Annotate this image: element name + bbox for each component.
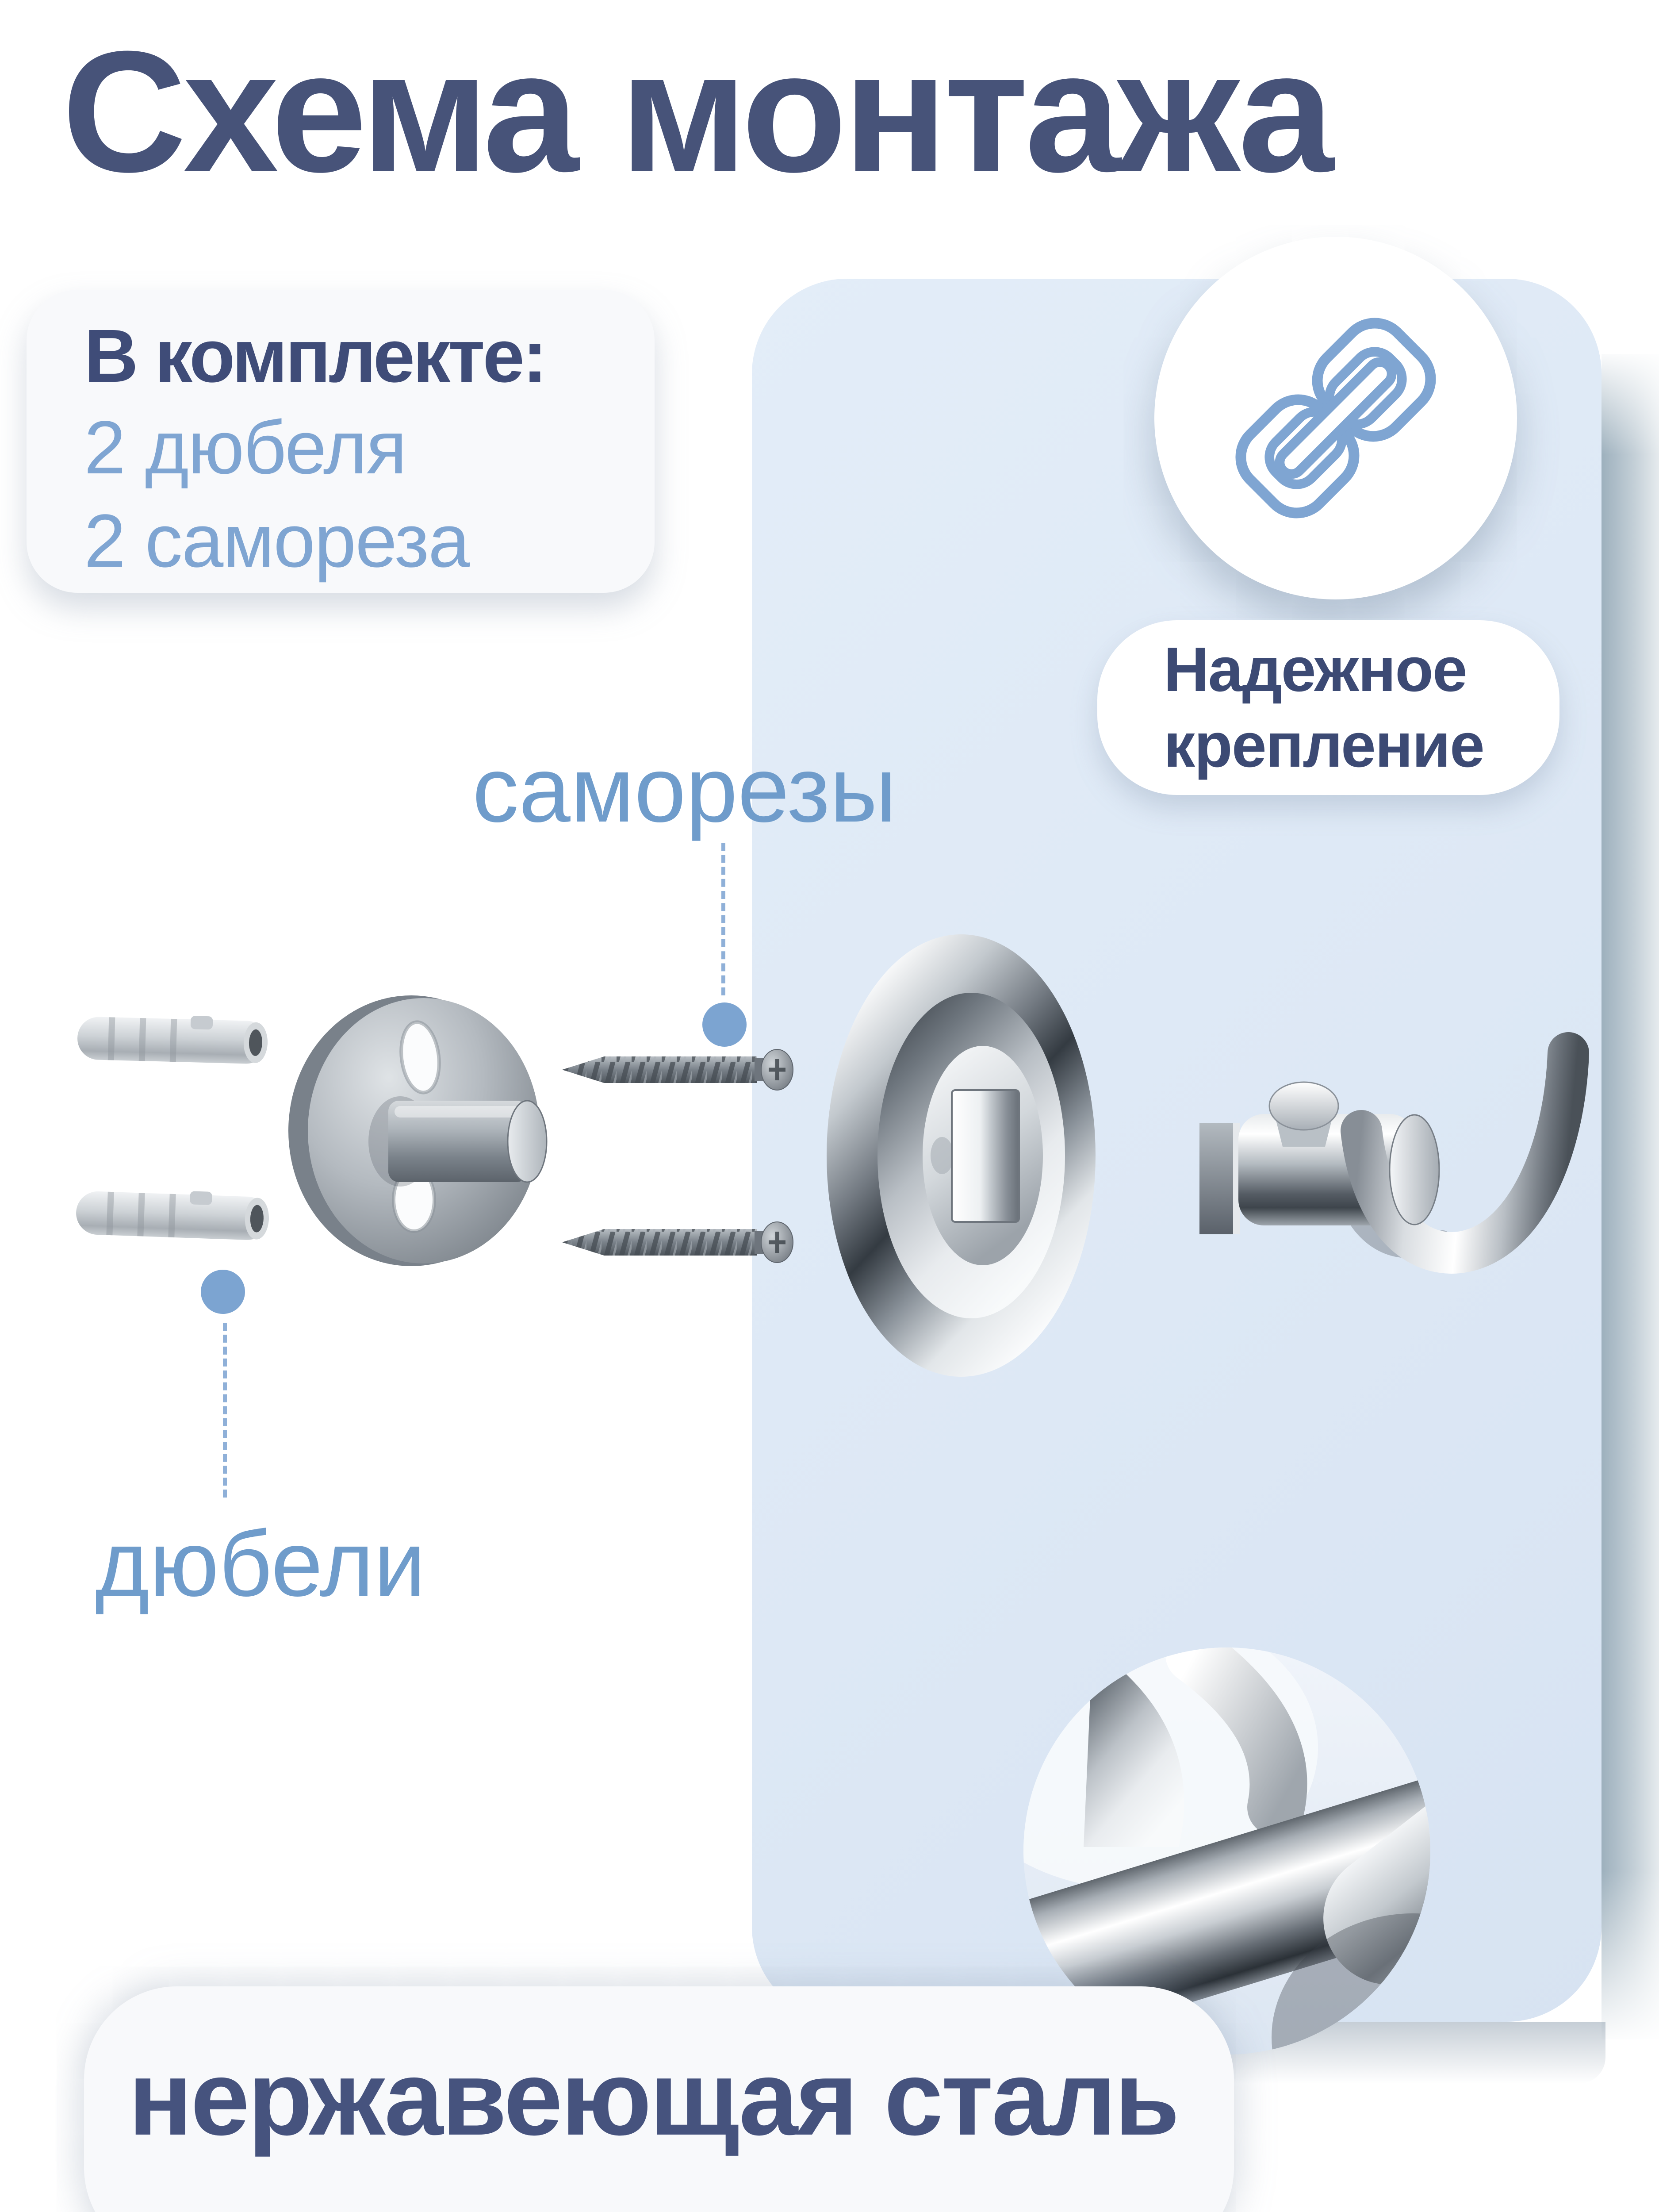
screw-bottom	[562, 1221, 793, 1263]
page-title: Схема монтажа	[62, 15, 1334, 208]
chain-link-icon	[1235, 318, 1436, 518]
callout-label-screws: саморезы	[472, 737, 897, 841]
panel-right-shadow	[1602, 354, 1659, 2039]
chrome-double-hook	[1199, 1032, 1589, 1274]
feature-card: Надежное крепление	[1097, 620, 1559, 795]
chrome-cover-rosette	[827, 934, 1096, 1377]
dowel-bottom	[76, 1191, 269, 1240]
footer-card	[84, 1986, 1234, 2212]
dowel-top	[77, 1016, 268, 1064]
feature-text-line1: Надежное	[1164, 634, 1467, 705]
leader-line-dowels	[223, 1323, 227, 1498]
kit-item-dowels: 2 дюбеля	[84, 406, 407, 490]
feature-text-line2: крепление	[1164, 710, 1485, 780]
screw-top	[562, 1049, 793, 1091]
mounting-plate-with-peg	[288, 995, 548, 1266]
feature-badge-circle	[1154, 237, 1517, 599]
callout-dot-screws	[702, 1002, 747, 1047]
footer-text: нержавеющая сталь	[128, 2039, 1180, 2157]
leader-line-screws	[721, 843, 725, 995]
kit-item-screws: 2 самореза	[84, 499, 470, 583]
kit-card-heading: В комплекте:	[84, 314, 548, 398]
kit-card: В комплекте: 2 дюбеля 2 самореза	[27, 290, 655, 593]
callout-dot-dowels	[201, 1270, 245, 1314]
callout-label-dowels: дюбели	[95, 1512, 426, 1616]
